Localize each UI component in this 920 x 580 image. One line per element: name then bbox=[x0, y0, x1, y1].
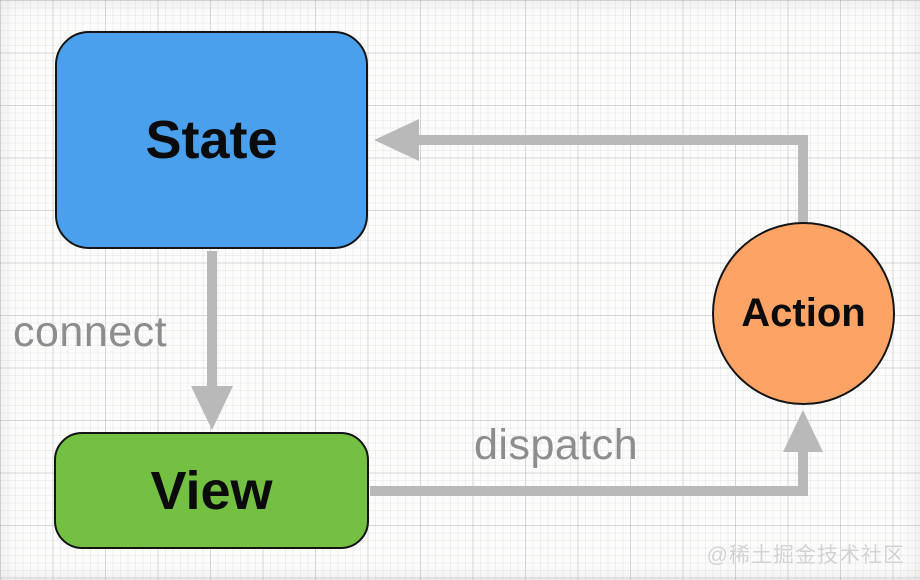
node-action: Action bbox=[712, 222, 895, 405]
arrowhead-left-icon bbox=[374, 119, 419, 161]
edge-state-to-view bbox=[191, 251, 233, 430]
edge-action-to-state bbox=[374, 119, 808, 227]
node-state: State bbox=[55, 31, 368, 249]
watermark: @稀土掘金技术社区 bbox=[706, 544, 905, 567]
node-view: View bbox=[54, 432, 369, 549]
node-action-label: Action bbox=[741, 291, 866, 335]
arrowhead-up-icon bbox=[783, 410, 823, 452]
edge-label-connect: connect bbox=[13, 308, 168, 356]
edge-label-dispatch: dispatch bbox=[474, 421, 639, 469]
node-view-label: View bbox=[150, 460, 273, 521]
arrowhead-down-icon bbox=[191, 386, 233, 430]
node-state-label: State bbox=[145, 110, 278, 170]
